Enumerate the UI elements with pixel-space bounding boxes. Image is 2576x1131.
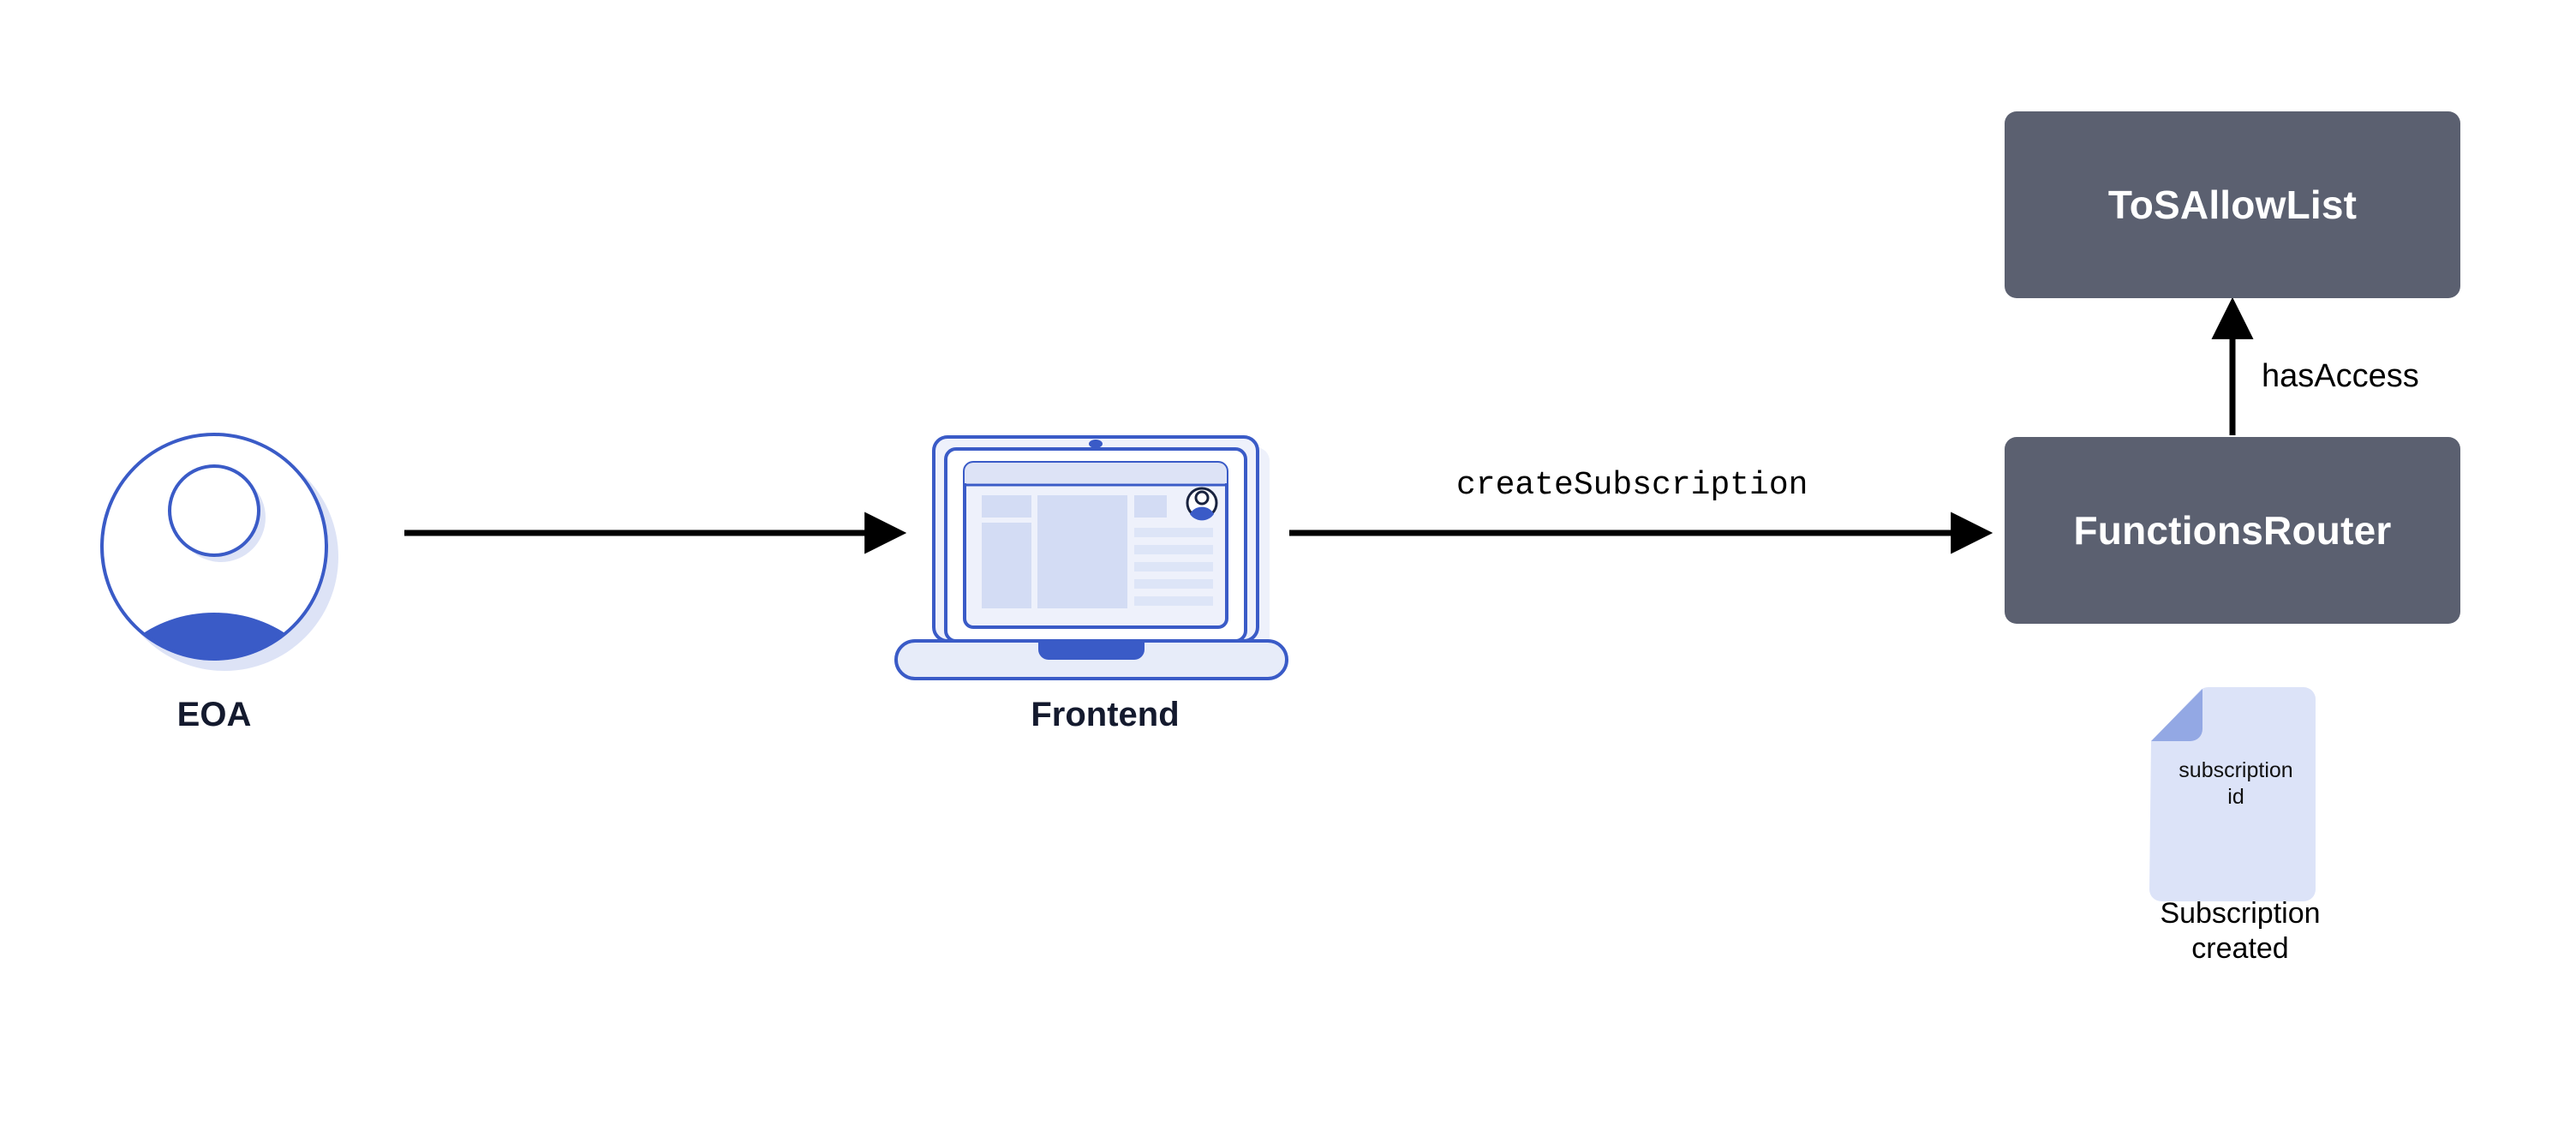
screen-line-2 [1134,545,1213,554]
document-inner-text: subscription id [2159,757,2313,811]
screen-titlebar [965,463,1227,483]
screen-line-1 [1134,528,1213,537]
document-icon [2149,686,2316,901]
screen-line-5 [1134,596,1213,606]
avatar-head [168,464,260,557]
laptop-camera-icon [1089,440,1103,448]
node-tos-allowlist[interactable]: ToSAllowList [2005,111,2460,298]
node-functions-router-label: FunctionsRouter [2073,508,2392,553]
node-functions-router[interactable]: FunctionsRouter [2005,437,2460,624]
screen-avatar-icon [1186,487,1218,521]
screen-block-b [982,523,1031,608]
edge-label-has-access: hasAccess [2262,358,2419,394]
node-eoa-label: EOA [176,696,252,733]
document-inner-line-2: id [2227,785,2244,810]
screen-line-3 [1134,562,1213,571]
document-inner-line-1: subscription [2179,758,2293,782]
user-avatar-icon [100,433,338,671]
laptop-icon [894,435,1288,680]
document-caption-line-2: created [2191,932,2289,966]
screen-line-4 [1134,579,1213,589]
document-fold-corner [2151,689,2202,741]
screen-block-a [982,495,1031,518]
screen-block-c [1134,495,1167,518]
node-tos-allowlist-label: ToSAllowList [2107,183,2358,227]
document-caption-line-1: Subscription [2160,897,2321,930]
laptop-trackpad [1038,643,1145,660]
avatar-outer-ring [100,433,328,661]
document-caption: Subscription created [2103,896,2377,967]
node-frontend-label: Frontend [1031,696,1180,733]
edge-label-create-subscription: createSubscription [1456,467,1808,504]
screen-block-main [1037,495,1127,608]
